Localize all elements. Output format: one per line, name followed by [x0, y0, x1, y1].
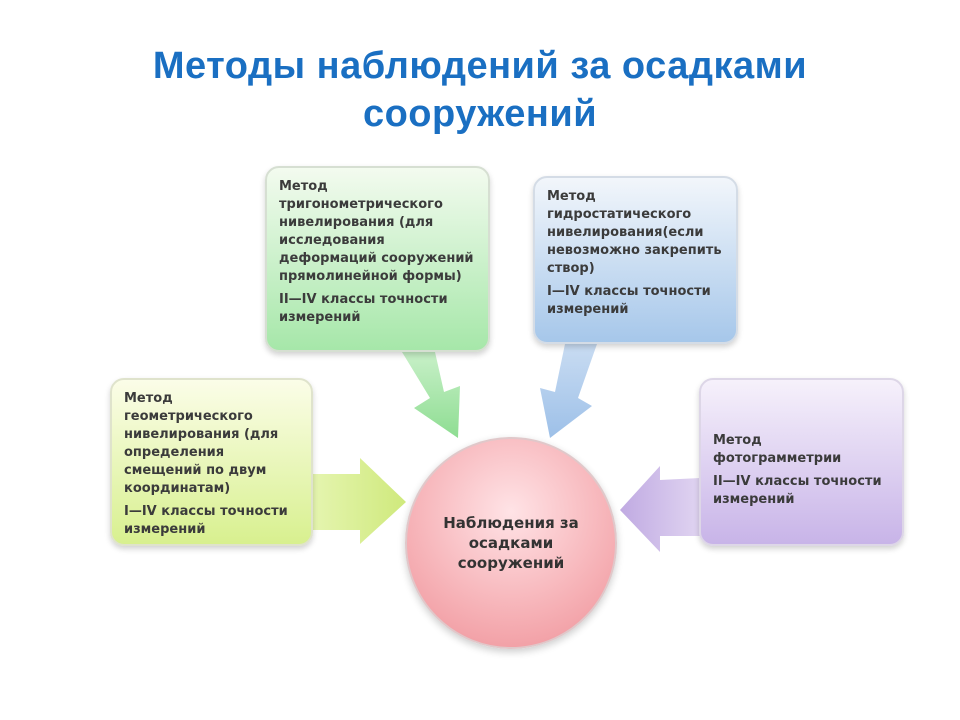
center-node: Наблюдения за осадками сооружений — [405, 437, 617, 649]
node-trigonometric: Метод тригонометрического нивелирования … — [265, 166, 490, 352]
node-hydrostatic-method: Метод гидростатического нивелирования(ес… — [547, 189, 722, 276]
center-node-label: Наблюдения за осадками сооружений — [443, 514, 579, 572]
slide-title: Методы наблюдений за осадками сооружений — [0, 42, 960, 138]
arrow-geometric — [312, 458, 406, 544]
arrow-trigonometric — [402, 352, 460, 438]
node-geometric: Метод геометрического нивелирования (для… — [110, 378, 313, 546]
node-trigonometric-accuracy: II—IV классы точности измерений — [279, 292, 448, 325]
arrow-hydrostatic — [540, 344, 597, 438]
slide-title-line-2: сооружений — [362, 93, 598, 135]
arrow-photogrammetry — [620, 466, 700, 552]
node-geometric-accuracy: I—IV классы точности измерений — [124, 504, 288, 537]
node-geometric-method: Метод геометрического нивелирования (для… — [124, 391, 279, 496]
slide-title-line-1: Методы наблюдений за осадками — [152, 45, 808, 87]
node-hydrostatic: Метод гидростатического нивелирования(ес… — [533, 176, 738, 344]
node-trigonometric-method: Метод тригонометрического нивелирования … — [279, 179, 474, 284]
node-photogrammetry-accuracy: II—IV классы точности измерений — [713, 474, 882, 507]
node-photogrammetry: Метод фотограмметрии II—IV классы точнос… — [699, 378, 904, 546]
node-photogrammetry-method: Метод фотограмметрии — [713, 433, 842, 466]
node-hydrostatic-accuracy: I—IV классы точности измерений — [547, 284, 711, 317]
